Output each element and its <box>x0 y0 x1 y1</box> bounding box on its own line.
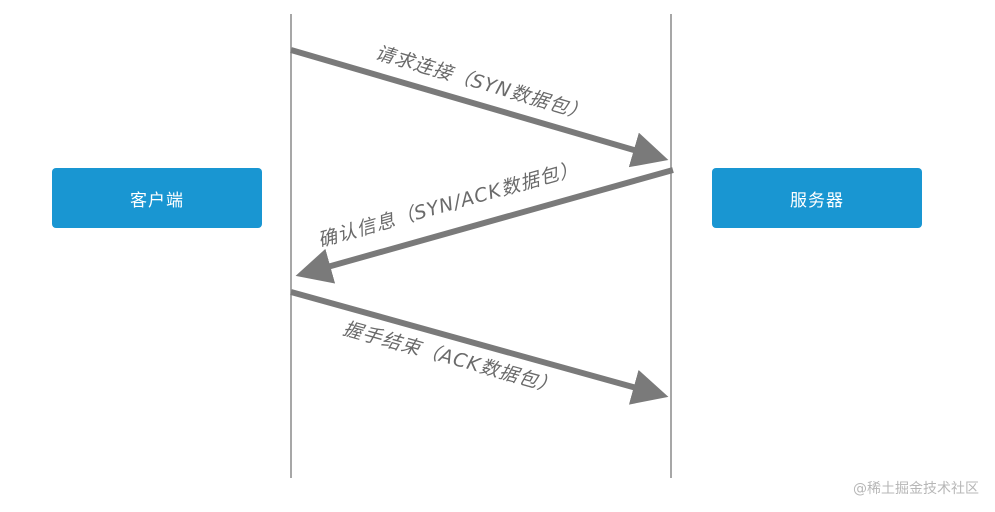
server-label: 服务器 <box>790 190 844 211</box>
watermark: @稀土掘金技术社区 <box>853 481 979 497</box>
syn-arrow <box>290 47 669 168</box>
server-box: 服务器 <box>712 168 922 228</box>
ack-arrow <box>290 289 669 405</box>
client-label: 客户端 <box>130 190 184 211</box>
syn-ack-arrow <box>295 167 674 284</box>
client-box: 客户端 <box>52 168 262 228</box>
